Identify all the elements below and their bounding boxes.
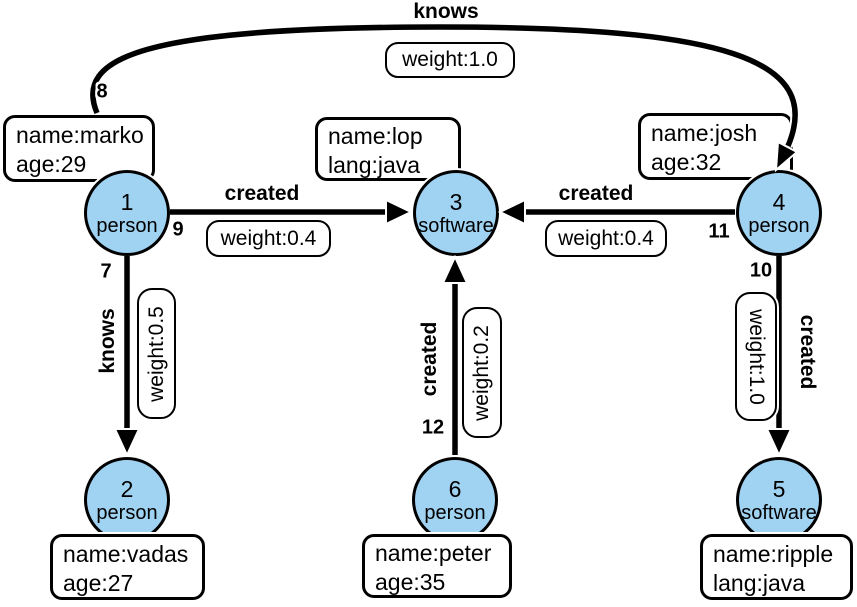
edge-12-id: 12: [421, 416, 445, 439]
vertex-4-label: person: [748, 215, 810, 237]
edge-7-weight-box: weight:0.5: [137, 288, 176, 419]
edge-7-weight: weight:0.5: [144, 305, 168, 402]
edge-11-arrowhead: [497, 198, 526, 226]
edge-7-arrowhead: [113, 428, 141, 458]
edge-8-weight: weight:1.0: [402, 48, 498, 71]
vertex-4[interactable]: 4 person: [736, 170, 822, 256]
vertex-2-label: person: [96, 502, 158, 524]
edge-8-label: knows: [413, 0, 479, 23]
vertex-3-label: software: [418, 215, 494, 237]
property-line: name:vadas: [63, 540, 189, 567]
edge-7-label: knows: [96, 308, 119, 374]
edge-11-weight-box: weight:0.4: [545, 220, 667, 257]
edge-12-weight: weight:0.2: [470, 324, 494, 421]
edge-9-weight-box: weight:0.4: [206, 220, 331, 257]
vertex-3[interactable]: 3 software: [413, 170, 499, 256]
vertex-3-id: 3: [449, 189, 463, 215]
property-line: lang:java: [713, 569, 806, 596]
edge-9-weight: weight:0.4: [220, 226, 317, 250]
edge-12-weight-box: weight:0.2: [462, 307, 502, 438]
vertex-5-properties: name:ripple lang:java: [700, 534, 853, 600]
vertex-2-id: 2: [120, 476, 134, 502]
edge-11-weight: weight:0.4: [558, 226, 654, 250]
edge-12-arrowhead: [441, 254, 469, 284]
vertex-2[interactable]: 2 person: [84, 457, 170, 543]
vertex-3-properties: name:lop lang:java: [315, 117, 461, 181]
edge-10-weight: weight:1.0: [745, 308, 769, 405]
edge-10-weight-box: weight:1.0: [735, 292, 777, 421]
vertex-4-id: 4: [772, 189, 786, 215]
vertex-6[interactable]: 6 person: [412, 457, 498, 543]
edge-10-arrowhead: [765, 428, 793, 458]
property-line: age:35: [375, 568, 446, 595]
edge-11-label: created: [558, 182, 634, 205]
edge-10-label: created: [796, 314, 819, 390]
property-line: age:27: [63, 569, 134, 596]
vertex-2-properties: name:vadas age:27: [50, 534, 205, 600]
edge-7-id: 7: [100, 260, 112, 283]
vertex-5-label: software: [741, 502, 817, 524]
edge-9-label: created: [224, 182, 300, 205]
vertex-5-id: 5: [772, 476, 786, 502]
vertex-1-id: 1: [120, 189, 134, 215]
edge-8-id: 8: [96, 80, 108, 103]
property-line: name:peter: [375, 539, 492, 566]
vertex-5[interactable]: 5 software: [736, 457, 822, 543]
edge-9-id: 9: [172, 218, 184, 241]
property-line: lang:java: [328, 151, 421, 178]
property-line: age:32: [651, 149, 722, 175]
property-line: name:josh: [651, 120, 758, 146]
property-line: name:lop: [328, 122, 423, 149]
vertex-1-label: person: [96, 215, 158, 237]
edge-11-id: 11: [708, 220, 730, 243]
edge-12-label: created: [418, 321, 441, 397]
property-line: name:ripple: [713, 540, 834, 567]
vertex-6-id: 6: [448, 476, 462, 502]
vertex-6-label: person: [424, 502, 486, 524]
edge-9-arrowhead: [385, 198, 414, 226]
edge-8-weight-box: weight:1.0: [385, 42, 515, 78]
property-line: name:marko: [16, 122, 144, 148]
vertex-6-properties: name:peter age:35: [362, 534, 512, 598]
property-line: age:29: [16, 151, 87, 177]
vertex-1[interactable]: 1 person: [84, 170, 170, 256]
edge-10-id: 10: [749, 259, 773, 282]
